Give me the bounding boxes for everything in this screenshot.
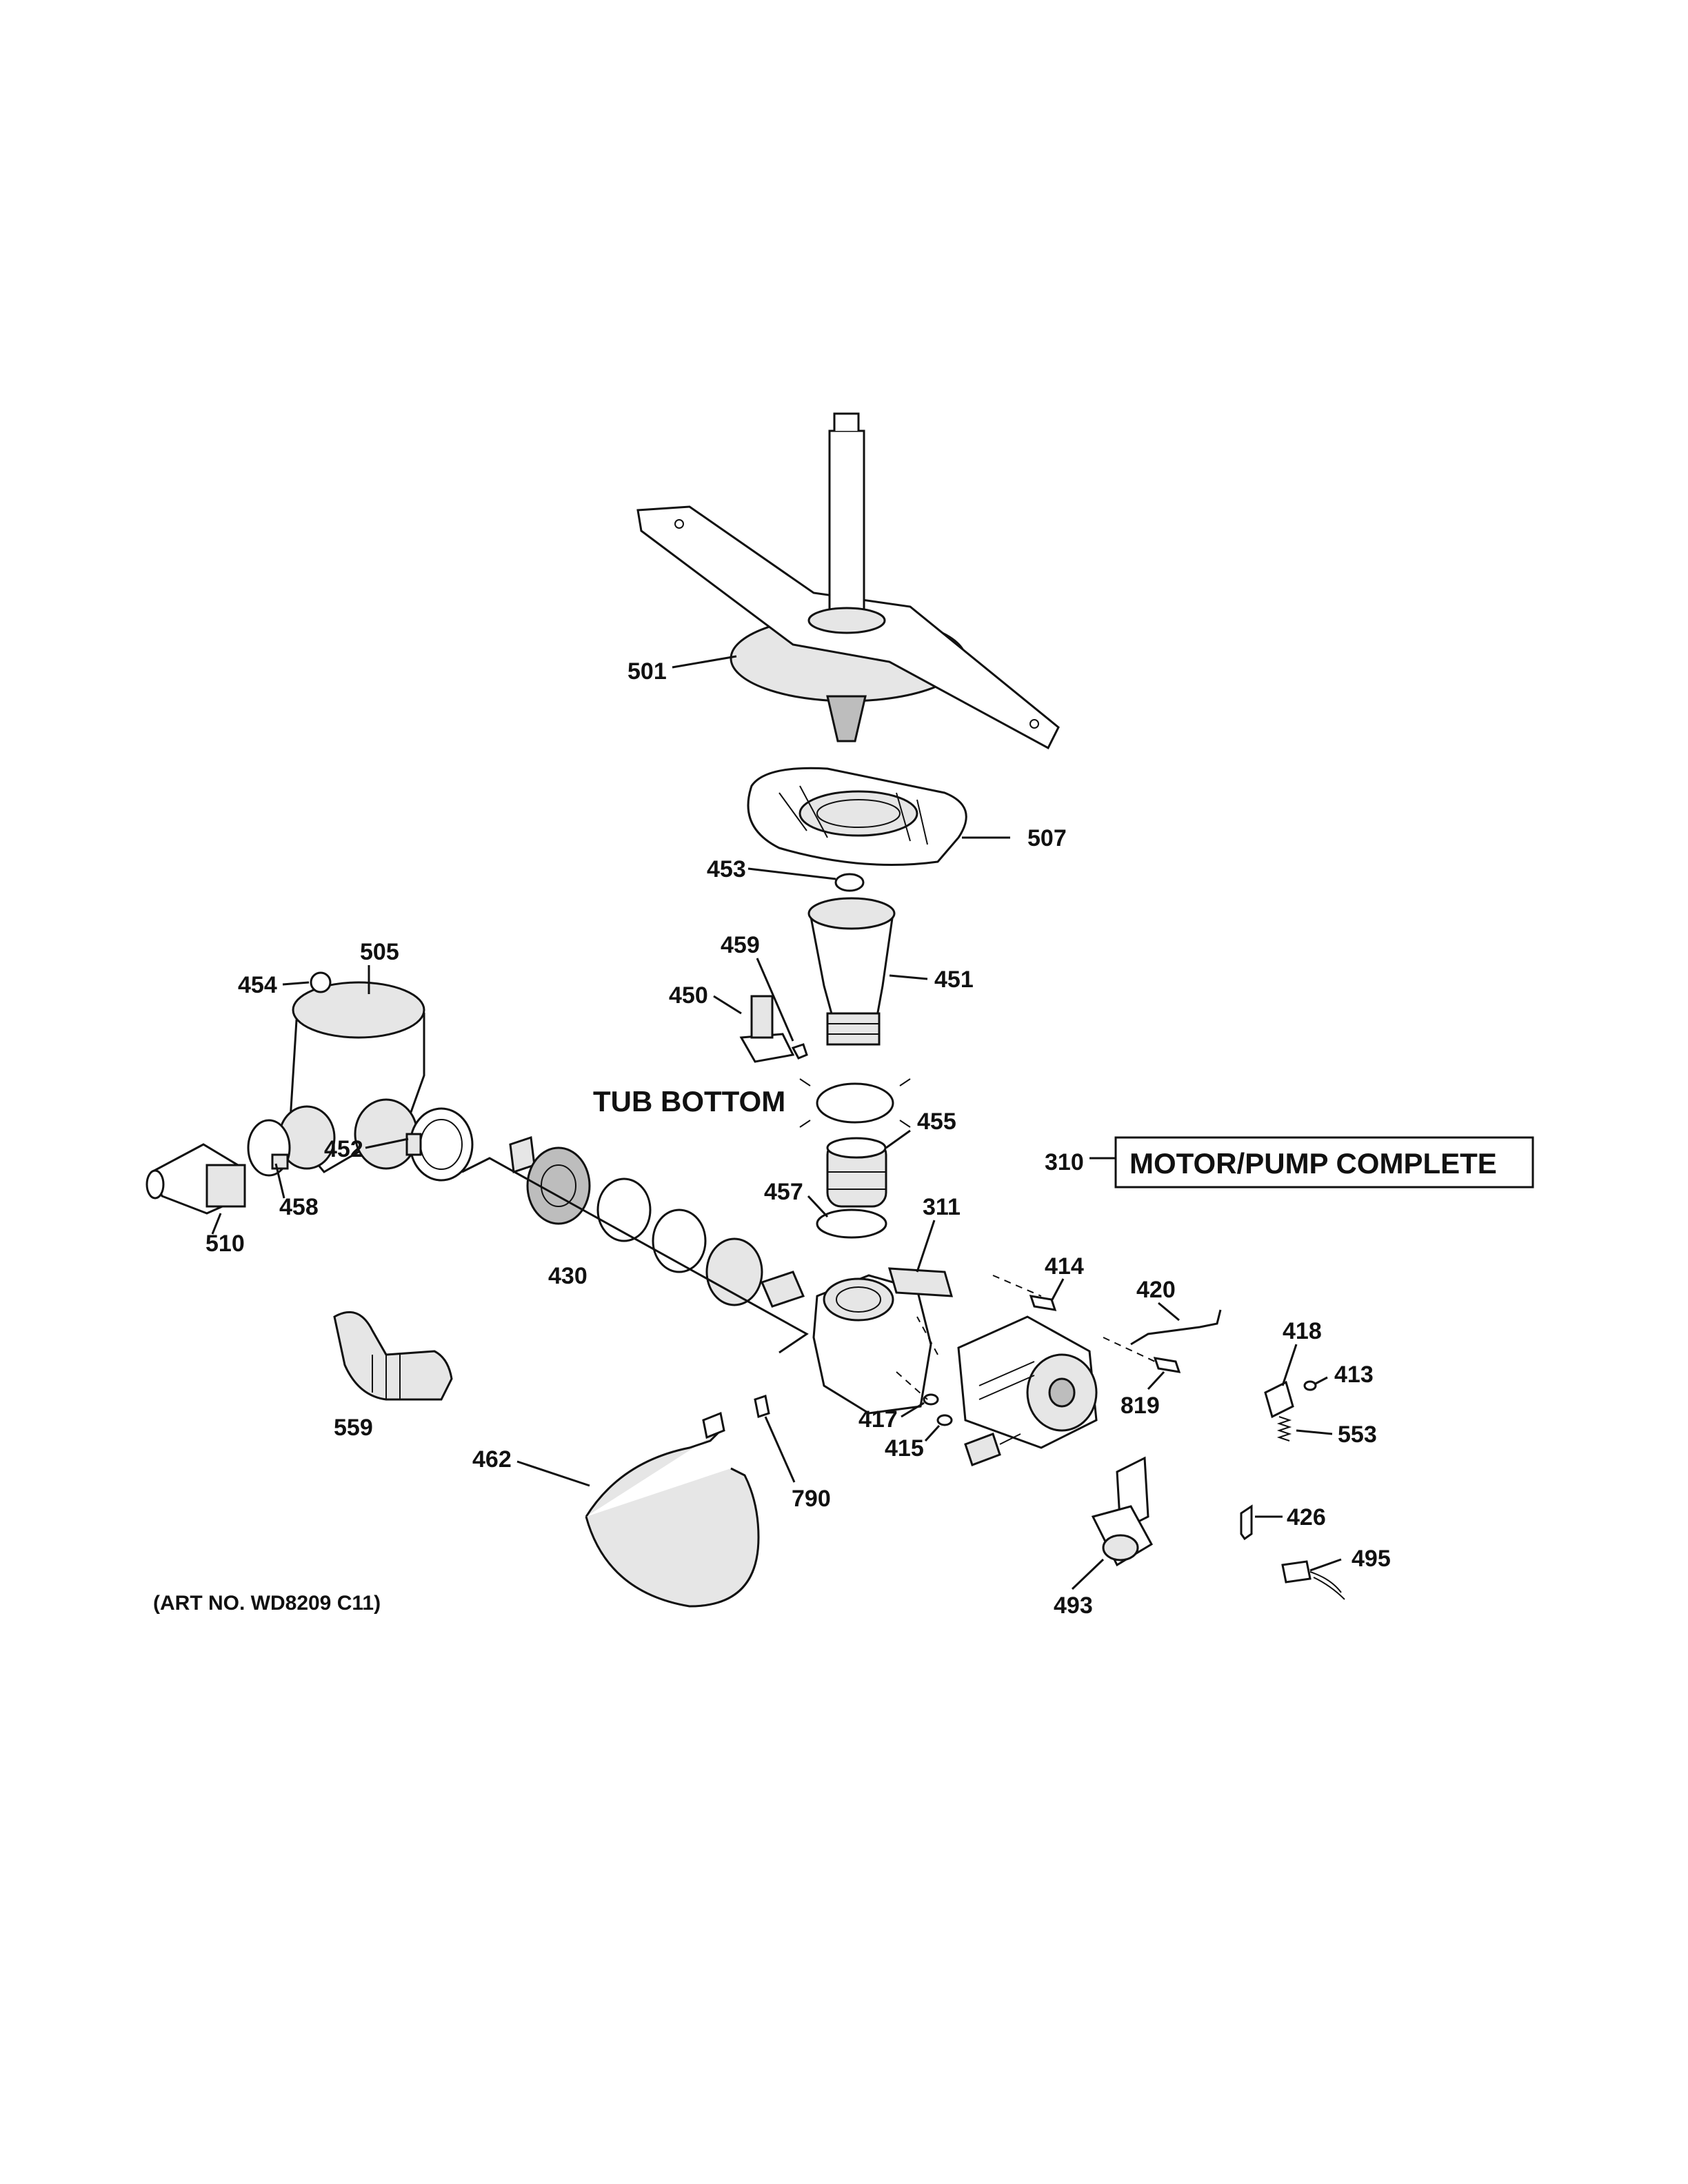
label-553: 553 [1338, 1422, 1377, 1448]
label-413: 413 [1334, 1362, 1374, 1388]
washer-417 [923, 1393, 939, 1406]
ball-454 [310, 971, 332, 993]
label-426: 426 [1287, 1504, 1326, 1530]
filter-guide-507 [747, 767, 967, 866]
bellows-455 [826, 1137, 887, 1208]
clamp-452 [405, 1107, 474, 1182]
label-450: 450 [669, 982, 708, 1009]
sensor-426 [1240, 1504, 1253, 1541]
thermostat-495 [1281, 1560, 1345, 1600]
label-453: 453 [707, 856, 746, 882]
label-510: 510 [205, 1231, 245, 1257]
switch-418 [1264, 1380, 1294, 1419]
clip-413 [1303, 1380, 1317, 1391]
tub-ring [799, 1078, 911, 1128]
sump-tower-451 [807, 897, 896, 1046]
label-414: 414 [1045, 1253, 1084, 1280]
spray-arm-501 [636, 412, 1060, 750]
label-495: 495 [1352, 1546, 1391, 1572]
bracket-493 [1091, 1456, 1154, 1567]
label-790: 790 [792, 1486, 831, 1512]
washer-415 [936, 1414, 953, 1426]
label-462: 462 [472, 1446, 512, 1473]
label-311: 311 [923, 1194, 961, 1220]
label-457: 457 [764, 1179, 803, 1205]
label-501: 501 [627, 658, 667, 685]
label-454: 454 [238, 972, 277, 998]
label-451: 451 [934, 967, 974, 993]
motor-pump-box [1114, 1136, 1534, 1189]
motor [957, 1315, 1098, 1466]
hose-clamp-458 [247, 1119, 291, 1177]
label-493: 493 [1054, 1593, 1093, 1619]
spring-553 [1276, 1416, 1292, 1442]
label-459: 459 [721, 932, 760, 958]
bracket-450 [739, 995, 808, 1063]
label-430: 430 [548, 1263, 587, 1289]
label-452: 452 [324, 1136, 363, 1162]
label-415: 415 [885, 1435, 924, 1462]
hose-420 [1130, 1309, 1222, 1346]
housing-505 [278, 981, 425, 1173]
motor-pump-label: MOTOR/PUMP COMPLETE [1129, 1147, 1497, 1180]
label-455: 455 [917, 1109, 956, 1135]
label-507: 507 [1027, 825, 1067, 851]
screw-819 [1153, 1357, 1181, 1373]
screw-414 [1029, 1295, 1057, 1311]
alignment-lines [896, 1275, 1156, 1400]
hose-559 [333, 1311, 453, 1401]
tub-bottom-label: TUB BOTTOM [593, 1085, 785, 1118]
label-458: 458 [279, 1194, 319, 1220]
clip-790 [754, 1395, 770, 1418]
drain-valve-510 [145, 1143, 246, 1215]
heater-462 [585, 1411, 760, 1608]
label-417: 417 [858, 1406, 898, 1433]
clamp-457 [816, 1209, 887, 1239]
art-number: (ART NO. WD8209 C11) [153, 1592, 381, 1615]
label-819: 819 [1121, 1393, 1160, 1419]
label-418: 418 [1283, 1318, 1322, 1344]
label-420: 420 [1136, 1277, 1176, 1303]
label-505: 505 [360, 939, 399, 965]
label-559: 559 [334, 1415, 373, 1441]
leader-lines [211, 655, 1342, 1590]
o-ring-453 [834, 873, 865, 892]
motor-pump-ref: 310 [1045, 1149, 1084, 1175]
pump-housing-311 [812, 1267, 954, 1415]
